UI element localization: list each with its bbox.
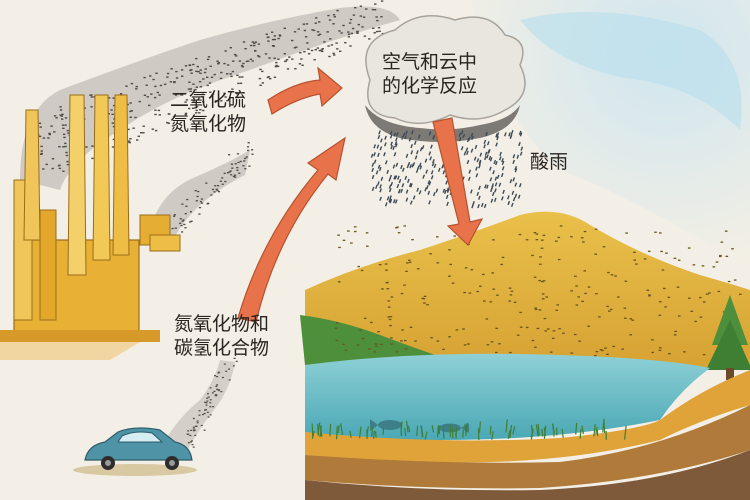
label-line: 碳氢化合物 xyxy=(174,337,270,359)
sky-blue-patch xyxy=(520,12,742,130)
mountain xyxy=(300,211,750,370)
soil-layers xyxy=(305,370,750,500)
grass-blades xyxy=(311,418,627,441)
arrow-factory-to-cloud xyxy=(267,66,343,115)
label-line: 氮氧化物 xyxy=(170,113,247,135)
cloud-icon xyxy=(365,15,526,142)
tree-icon xyxy=(706,295,750,380)
label-line: 的化学反应 xyxy=(382,75,478,97)
arrow-cloud-to-ground xyxy=(432,117,484,246)
label-cloud-reaction: 空气和云中 的化学反应 xyxy=(382,50,477,98)
factory-icon xyxy=(0,94,181,360)
label-line: 空气和云中 xyxy=(382,51,478,73)
flow-arrows xyxy=(237,66,484,323)
label-factory-emission: 二氧化硫 氮氧化物 xyxy=(170,88,246,136)
lake xyxy=(305,353,710,440)
label-car-emission: 氮氧化物和 碳氢化合物 xyxy=(174,312,269,360)
label-acid-rain: 酸雨 xyxy=(530,151,569,173)
car-icon xyxy=(73,427,197,476)
arrow-car-to-cloud xyxy=(237,136,346,323)
label-line: 二氧化硫 xyxy=(170,89,247,111)
label-line: 氮氧化物和 xyxy=(174,313,270,335)
acid-rain-drops xyxy=(370,129,524,209)
mountain-particles xyxy=(334,225,742,357)
